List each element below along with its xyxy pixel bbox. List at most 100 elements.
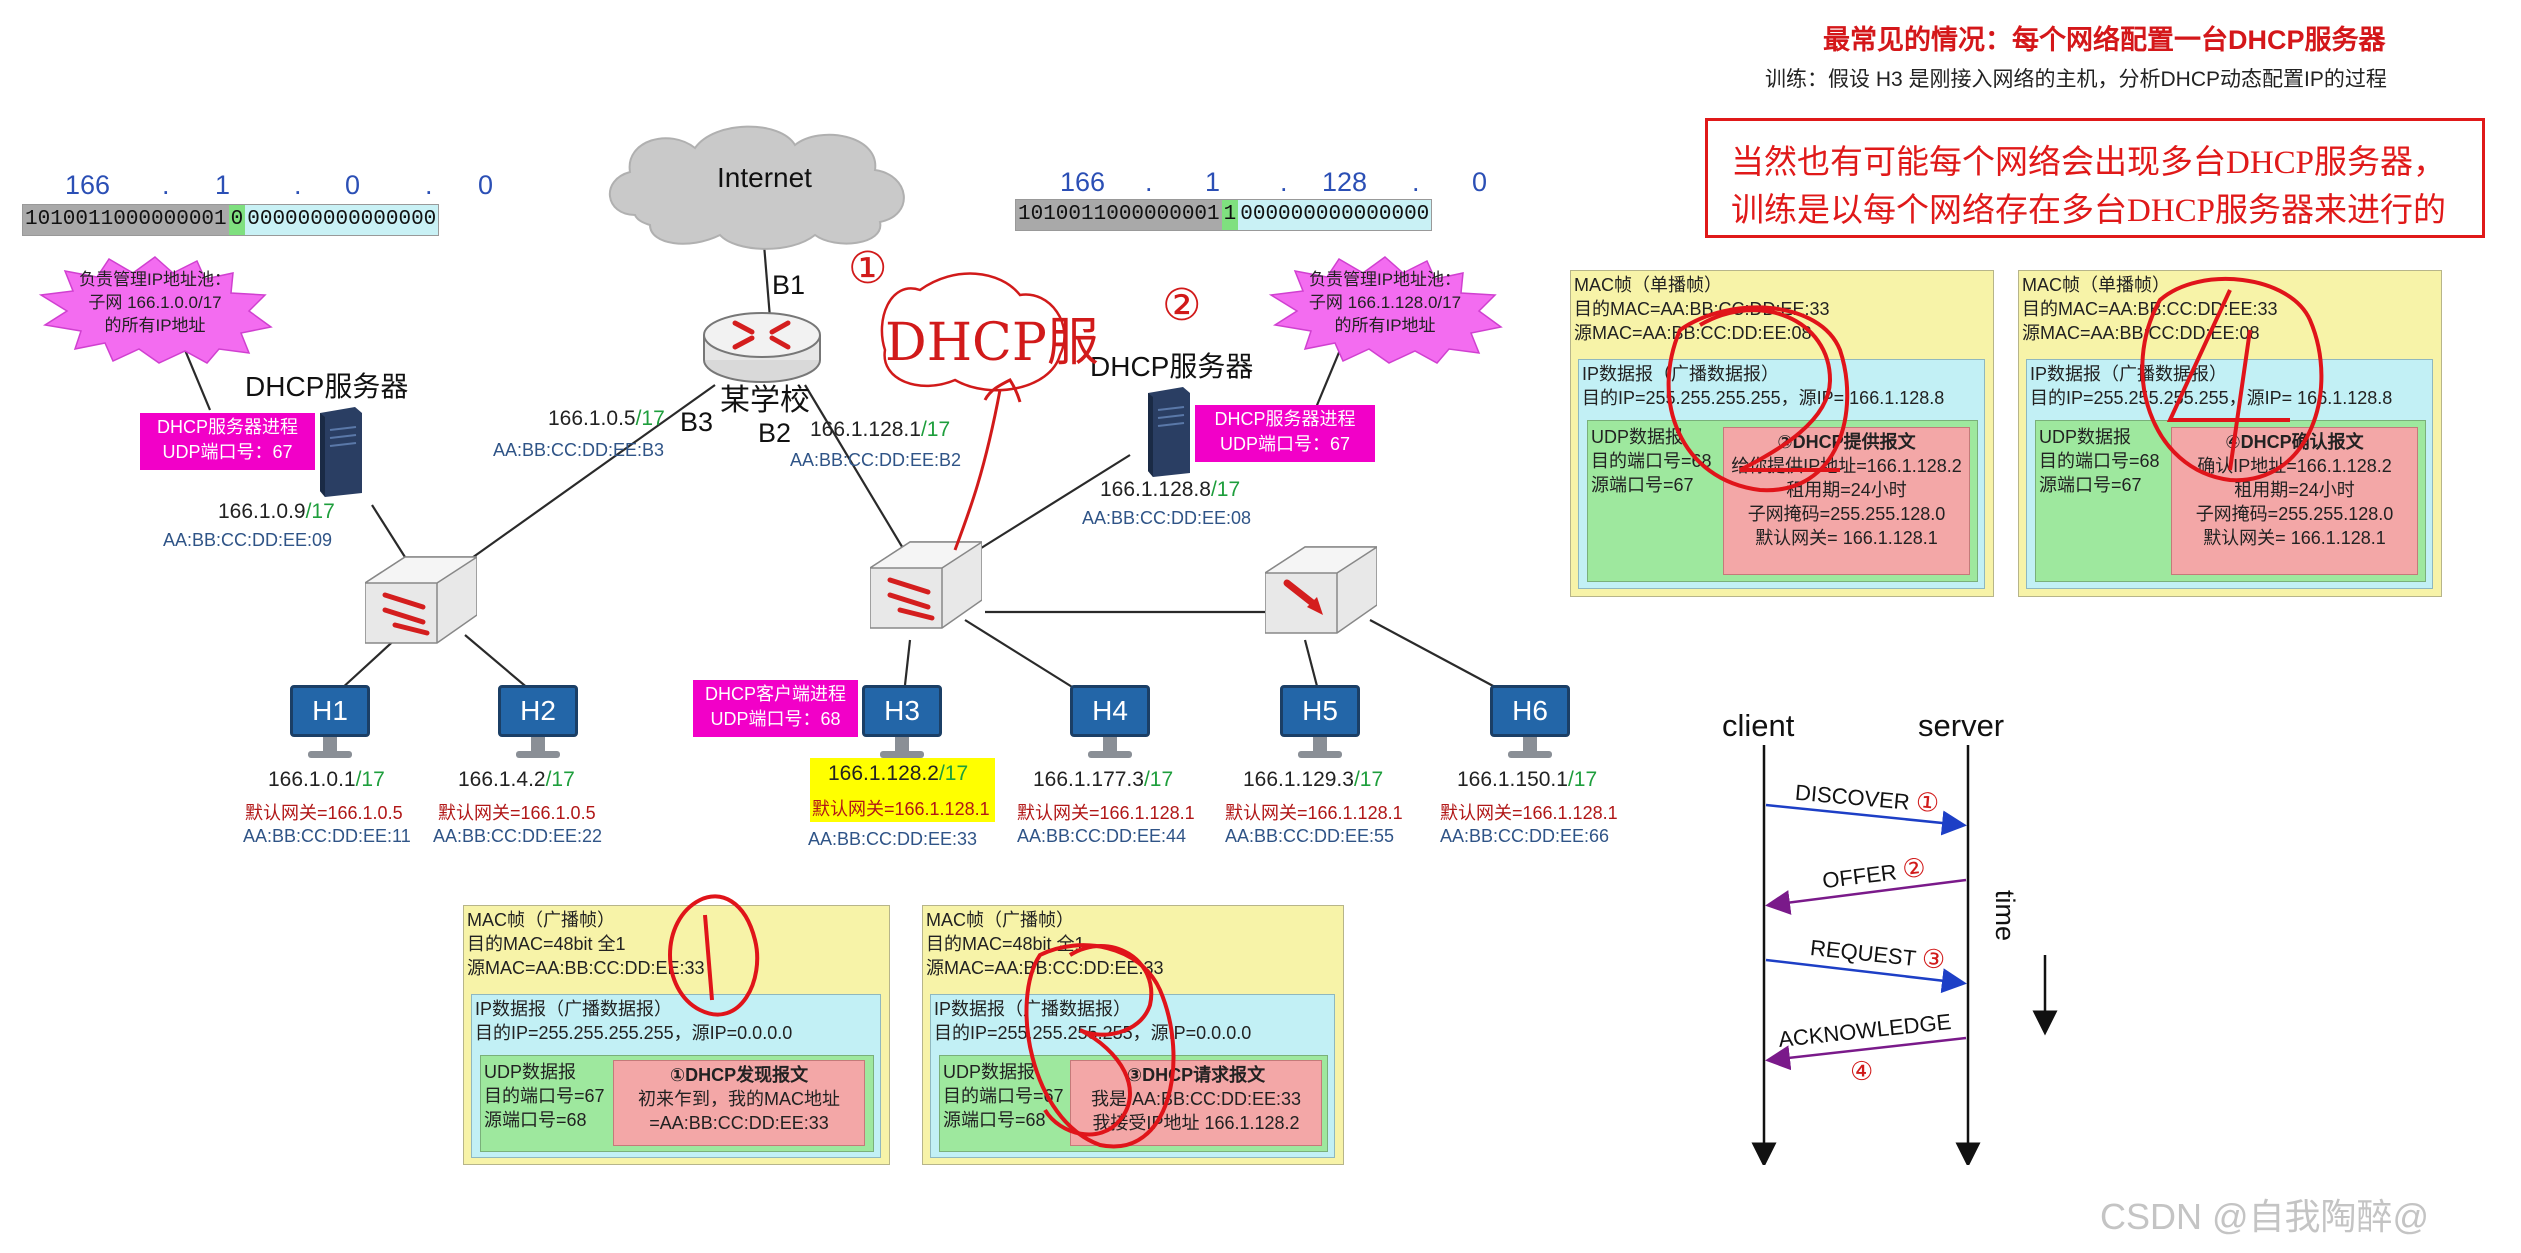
handwritten-cloud-outline [880,272,1066,392]
seq-num: ③ [1920,942,1947,975]
host-h4-gateway: 默认网关=166.1.128.1 [1017,803,1195,823]
ip-line: IP数据报（广播数据报） [934,999,1132,1019]
udp-line: 源端口号=68 [943,1110,1046,1130]
left-pool-burst [38,256,273,364]
host-h3-icon: H3 [862,685,942,765]
ip-datagram: IP数据报（广播数据报） 目的IP=255.255.255.255，源IP=0.… [930,994,1335,1158]
note-line-2: 训练是以每个网络存在多台DHCP服务器来进行的 [1731,193,2447,229]
router-label: 某学校 [720,384,810,417]
udp-line: 目的端口号=68 [1591,451,1712,471]
msg-line: 默认网关= 166.1.128.1 [1755,528,1938,548]
msg-line: 子网掩码=255.255.128.0 [1747,504,1946,524]
link-left-switch-server [371,504,411,566]
dhcp-message: ①DHCP发现报文 初来乍到，我的MAC地址 =AA:BB:CC:DD:EE:3… [613,1060,865,1146]
internet-cloud [609,125,905,250]
process-line: UDP端口号：68 [710,709,841,729]
offer-arrow [1765,878,1967,915]
network-bits: 1010011000000001 [23,205,229,235]
ip-line: 目的IP=255.255.255.255，源IP=0.0.0.0 [475,1023,793,1043]
ip-mask: /17 [355,768,385,791]
host-h2-gateway: 默认网关=166.1.0.5 [438,803,596,823]
host-h3-ip: 166.1.128.2/17 [828,762,968,786]
subnet-bit: 1 [1221,200,1239,230]
udp-line: 源端口号=68 [484,1110,587,1130]
host-h1-gateway: 默认网关=166.1.0.5 [245,803,403,823]
right-server-mac: AA:BB:CC:DD:EE:08 [1082,508,1252,528]
frame-line: 源MAC=AA:BB:CC:DD:EE:33 [467,958,705,978]
frame-line: 源MAC=AA:BB:CC:DD:EE:08 [1574,323,1812,343]
process-line: UDP端口号：67 [162,442,293,462]
process-line: DHCP服务器进程 [1214,409,1356,429]
dhcp-message: ②DHCP提供报文 给你提供IP地址=166.1.128.2 租用期=24小时 … [1723,427,1970,575]
udp-line: 源端口号=67 [2039,475,2142,495]
ip-value: 166.1.4.2 [458,768,546,791]
host-h6-mac: AA:BB:CC:DD:EE:66 [1440,826,1610,846]
seq-num: ① [1914,786,1941,819]
host-h4-ip: 166.1.177.3/17 [1033,768,1173,792]
octet-dot: . [1280,167,1288,197]
octet: 1 [215,170,231,200]
host-h1-ip: 166.1.0.1/17 [268,768,385,792]
host-h5-icon: H5 [1280,685,1360,765]
host-name: H5 [1280,685,1360,737]
process-line: DHCP服务器进程 [156,417,298,437]
frame-discover: MAC帧（广播帧） 目的MAC=48bit 全1 源MAC=AA:BB:CC:D… [463,905,890,1165]
handwritten-circled-2: ② [1162,281,1202,330]
link-left-switch-h1 [339,634,401,691]
ip-mask: /17 [1143,768,1174,791]
ip-value: 166.1.0.5 [548,407,636,430]
frame-line: 目的MAC=AA:BB:CC:DD:EE:33 [2022,299,2278,319]
msg-line: 确认IP地址=166.1.128.2 [2197,456,2392,476]
router-b2-ip: 166.1.128.1/17 [810,418,950,442]
link-cloud-right-pointer [1313,349,1342,411]
ip-mask: /17 [938,762,969,785]
ip-line: IP数据报（广播数据报） [2030,364,2228,384]
router-port-b3: B3 [680,407,714,437]
octet: 1 [1205,167,1221,197]
udp-datagram: UDP数据报 目的端口号=67 源端口号=68 ③DHCP请求报文 我是 AA:… [939,1055,1328,1152]
sequence-server-label: server [1918,708,2005,743]
seq-ack-num: ④ [1850,1056,1874,1086]
udp-line: 源端口号=67 [1591,475,1694,495]
host-name: H4 [1070,685,1150,737]
octet-dot: . [294,170,302,200]
msg-line: 初来乍到，我的MAC地址 [638,1089,840,1109]
link-cloud-left-pointer [183,349,212,411]
right-server-process: DHCP服务器进程 UDP端口号：67 [1195,405,1375,462]
udp-datagram: UDP数据报 目的端口号=67 源端口号=68 ①DHCP发现报文 初来乍到，我… [480,1055,874,1152]
octet: 128 [1322,167,1368,197]
handwritten-circled-1: ① [848,244,888,293]
right-server-icon [1148,387,1190,477]
udp-line: UDP数据报 [484,1062,577,1082]
ip-mask: /17 [1210,478,1241,501]
network-bits: 1010011000000001 [1016,200,1222,230]
udp-line: 目的端口号=67 [943,1086,1064,1106]
frame-line: 源MAC=AA:BB:CC:DD:EE:08 [2022,323,2260,343]
link-router-right-switch [804,384,911,561]
frame-line: 目的MAC=AA:BB:CC:DD:EE:33 [1574,299,1830,319]
ack-arrow [1765,1036,1967,1071]
frame-line: 目的MAC=48bit 全1 [467,934,626,954]
handwritten-arrow-up [953,389,1002,551]
host-h5-gateway: 默认网关=166.1.128.1 [1225,803,1403,823]
ip-line: IP数据报（广播数据报） [475,999,673,1019]
host-h2-ip: 166.1.4.2/17 [458,768,575,792]
msg-line: 租用期=24小时 [2234,480,2355,500]
pool-line: 负责管理IP地址池： [78,270,232,289]
link-hub-h5 [1303,639,1320,691]
udp-datagram: UDP数据报 目的端口号=68 源端口号=67 ④DHCP确认报文 确认IP地址… [2035,420,2426,582]
ip-datagram: IP数据报（广播数据报） 目的IP=255.255.255.255，源IP= 1… [1578,359,1985,589]
host-h6-icon: H6 [1490,685,1570,765]
msg-line: 默认网关= 166.1.128.1 [2203,528,2386,548]
pool-line: 的所有IP地址 [104,316,206,335]
octet: 0 [1472,167,1488,197]
link-right-switch-server [969,454,1131,556]
host-name: H6 [1490,685,1570,737]
msg-line: =AA:BB:CC:DD:EE:33 [649,1113,829,1133]
ip-mask: /17 [635,407,665,430]
msg-title: ①DHCP发现报文 [669,1065,809,1085]
ip-mask: /17 [545,768,575,791]
udp-line: 目的端口号=68 [2039,451,2160,471]
